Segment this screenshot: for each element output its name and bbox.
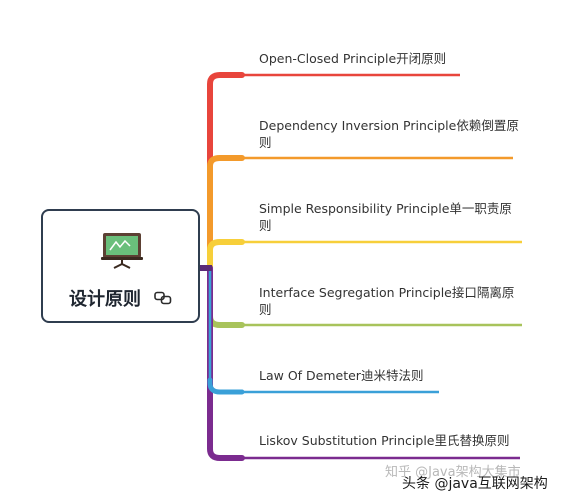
branch-stem-4 bbox=[207, 265, 245, 328]
branch-stem-2 bbox=[207, 155, 245, 271]
branch-stem-6 bbox=[207, 265, 245, 461]
branch-label-law-of-demeter[interactable]: Law Of Demeter迪米特法则 bbox=[259, 368, 424, 383]
root-node[interactable]: 设计原则 bbox=[41, 209, 200, 323]
watermark-toutiao: 头条 @java互联网架构 bbox=[402, 476, 548, 492]
branch-line-3 bbox=[208, 240, 522, 268]
root-title-row: 设计原则 bbox=[43, 285, 198, 311]
link-icon[interactable] bbox=[154, 291, 172, 305]
branch-label-liskov-substitution[interactable]: Liskov Substitution Principle里氏替换原则 bbox=[259, 433, 510, 448]
watermark-zhihu: 知乎 @Java架构大集市 bbox=[385, 465, 521, 480]
root-title: 设计原则 bbox=[68, 289, 141, 310]
branch-stem-3 bbox=[207, 239, 245, 271]
branch-label-open-closed[interactable]: Open-Closed Principle开闭原则 bbox=[259, 51, 447, 66]
branch-label-single-responsibility[interactable]: Simple Responsibility Principle单一职责原则 bbox=[259, 201, 512, 233]
presentation-board-icon bbox=[101, 233, 143, 269]
branch-stem-5 bbox=[207, 377, 245, 395]
branch-line-1 bbox=[208, 73, 460, 268]
branch-label-dependency-inversion[interactable]: Dependency Inversion Principle依赖倒置原则 bbox=[259, 118, 519, 150]
branch-label-interface-segregation[interactable]: Interface Segregation Principle接口隔离原则 bbox=[259, 285, 515, 317]
branch-stem-1 bbox=[207, 72, 245, 271]
